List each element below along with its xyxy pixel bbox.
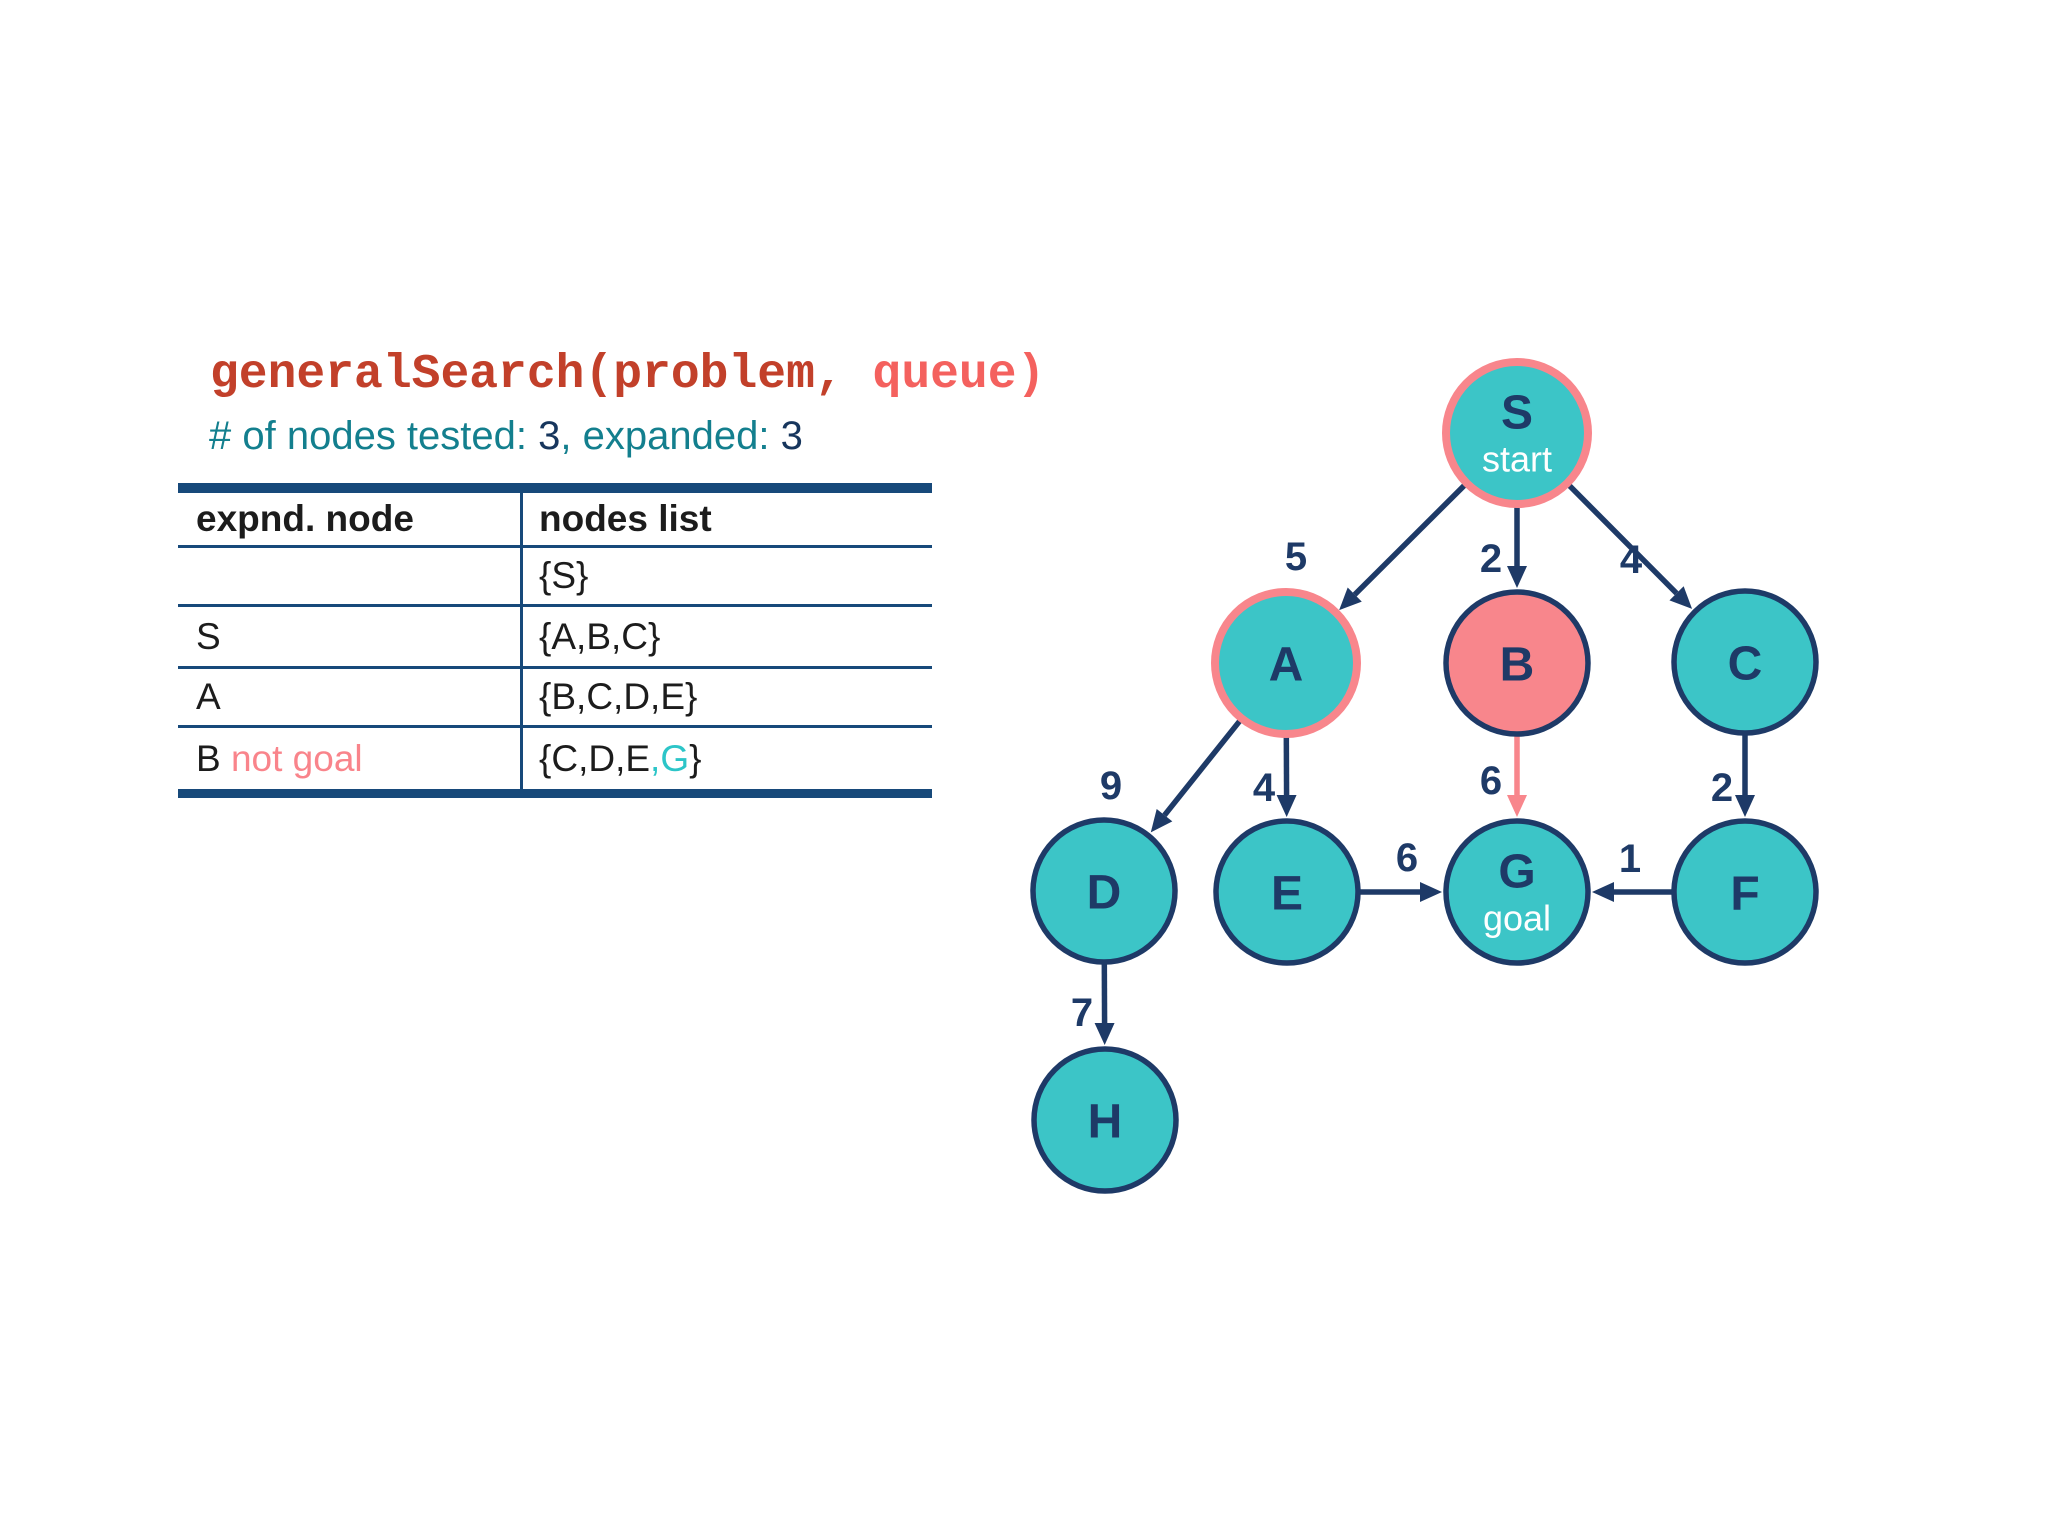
graph-edge-S-A [1352, 482, 1468, 597]
col-header-nodes-list: nodes list [539, 498, 712, 539]
nodes-list-cell: {A,B,C} [523, 607, 932, 666]
nodes-list-cell: {B,C,D,E} [523, 669, 932, 725]
expanded-node-cell: B not goal [178, 728, 523, 789]
graph-node-G [1443, 818, 1591, 966]
node-label-H: H [1088, 1096, 1123, 1149]
arrowhead-S-B [1507, 566, 1527, 588]
edge-weight-B-G: 6 [1480, 759, 1502, 803]
table-header-row: expnd. node nodes list [178, 493, 932, 548]
graph-node-D [1030, 817, 1178, 965]
code-title-arg: queue) [843, 348, 1046, 402]
graph-edge-A-D [1162, 718, 1243, 817]
arrowhead-S-A [1339, 587, 1362, 611]
stats-part2: , expanded: [560, 414, 781, 458]
edge-weight-C-F: 2 [1711, 766, 1733, 810]
node-label-D: D [1087, 867, 1122, 920]
edge-weight-S-B: 2 [1480, 537, 1502, 581]
nodes-list-cell: {S} [523, 548, 932, 604]
nodes-stats: # of nodes tested: 3, expanded: 3 [209, 414, 803, 458]
node-label-S: S [1501, 387, 1533, 440]
not-goal-note: not goal [220, 737, 363, 779]
arrowhead-B-G [1507, 795, 1527, 817]
node-label-G: G [1498, 846, 1535, 899]
list-end: } [689, 737, 702, 779]
graph-node-A [1211, 588, 1361, 738]
node-sublabel-G: goal [1483, 898, 1551, 939]
table-row: A {B,C,D,E} [178, 669, 932, 728]
list-main: {B,C,D,E} [539, 676, 698, 717]
graph-node-B [1443, 589, 1591, 737]
tested-count: 3 [538, 414, 561, 458]
code-title-main: generalSearch(problem, [210, 348, 844, 402]
edge-weight-D-H: 7 [1071, 991, 1093, 1035]
node-label-C: C [1728, 638, 1763, 691]
list-main: {S} [539, 555, 589, 596]
edge-weight-E-G: 6 [1396, 836, 1418, 880]
graph-node-F [1671, 818, 1819, 966]
graph-node-E [1213, 818, 1361, 966]
table-row: {S} [178, 548, 932, 607]
node-label-A: A [1269, 639, 1304, 692]
arrowhead-E-G [1420, 882, 1442, 902]
arrowhead-D-H [1094, 1022, 1115, 1046]
expanded-node-cell: A [178, 669, 523, 725]
edge-weight-S-A: 5 [1285, 535, 1307, 579]
stats-part1: # of nodes tested: [209, 414, 539, 458]
edge-weight-A-D: 9 [1100, 764, 1122, 808]
node-label-F: F [1730, 868, 1759, 921]
edge-weight-F-G: 1 [1619, 837, 1641, 881]
search-trace-table: expnd. node nodes list {S} S {A,B,C} A {… [178, 483, 932, 798]
graph-edge-S-C [1566, 482, 1679, 596]
graph-node-H [1031, 1046, 1179, 1194]
table-row: S {A,B,C} [178, 607, 932, 669]
expanded-count: 3 [780, 414, 803, 458]
expanded-node: B [196, 737, 221, 779]
arrowhead-C-F [1735, 795, 1755, 817]
graph-node-S [1442, 358, 1592, 508]
expanded-node-cell: S [178, 607, 523, 666]
list-goal-part: ,G [650, 737, 690, 779]
list-main: {C,D,E [539, 737, 651, 779]
edge-weight-A-E: 4 [1253, 766, 1276, 810]
edge-weight-S-C: 4 [1620, 538, 1643, 582]
arrowhead-A-E [1276, 794, 1297, 818]
node-sublabel-S: start [1482, 439, 1552, 480]
arrowhead-F-G [1592, 882, 1614, 902]
arrowhead-A-D [1150, 808, 1173, 833]
table-row: B not goal {C,D,E,G} [178, 728, 932, 789]
nodes-list-cell: {C,D,E,G} [523, 728, 932, 789]
arrowhead-S-C [1669, 586, 1693, 609]
node-label-B: B [1500, 639, 1535, 692]
list-main: {A,B,C} [539, 615, 661, 657]
node-label-E: E [1271, 868, 1303, 921]
graph-node-C [1671, 588, 1819, 736]
code-title: generalSearch(problem, queue) [210, 349, 1045, 402]
col-header-expanded-node: expnd. node [178, 493, 523, 545]
expanded-node-cell [178, 548, 523, 604]
